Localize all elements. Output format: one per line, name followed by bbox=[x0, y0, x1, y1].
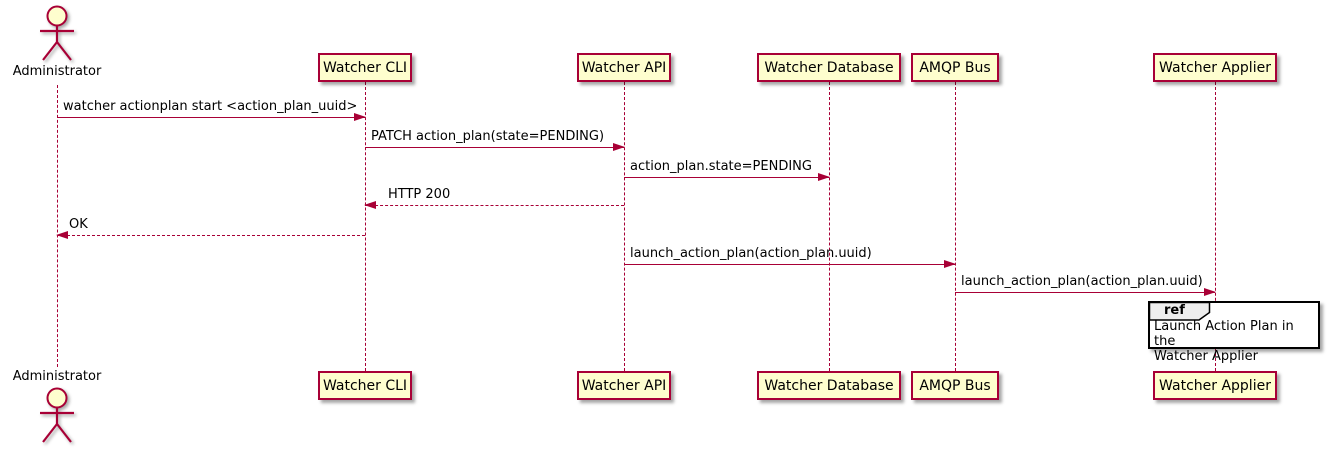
lifeline-watcher-applier bbox=[1215, 82, 1216, 371]
participant-watcher-api-top: Watcher API bbox=[577, 53, 671, 82]
message-label: HTTP 200 bbox=[388, 187, 451, 202]
ref-frame: ref Launch Action Plan in the Watcher Ap… bbox=[1148, 301, 1320, 364]
arrowhead-left-icon bbox=[56, 231, 68, 239]
participant-watcher-applier-bottom: Watcher Applier bbox=[1153, 371, 1277, 400]
participant-amqp-bus-top: AMQP Bus bbox=[911, 53, 999, 82]
message-label: OK bbox=[69, 217, 88, 232]
arrow-line bbox=[955, 292, 1215, 293]
participant-watcher-applier-top: Watcher Applier bbox=[1153, 53, 1277, 82]
ref-text: Launch Action Plan in the Watcher Applie… bbox=[1154, 319, 1294, 364]
message-label: PATCH action_plan(state=PENDING) bbox=[371, 129, 605, 144]
arrowhead-right-icon bbox=[354, 113, 366, 121]
arrow-line-dashed bbox=[57, 235, 365, 236]
ref-tab-icon bbox=[1149, 302, 1211, 321]
participant-label: Watcher Applier bbox=[1159, 59, 1271, 76]
lifeline-watcher-database bbox=[829, 82, 830, 371]
lifeline-amqp-bus bbox=[955, 82, 956, 371]
participant-label: AMQP Bus bbox=[919, 377, 991, 394]
actor-icon bbox=[40, 387, 74, 443]
arrowhead-right-icon bbox=[944, 260, 956, 268]
arrow-line bbox=[624, 264, 955, 265]
participant-watcher-cli-bottom: Watcher CLI bbox=[318, 371, 412, 400]
lifeline-administrator bbox=[57, 85, 58, 367]
arrow-line bbox=[624, 177, 829, 178]
arrow-line bbox=[57, 117, 365, 118]
arrowhead-right-icon bbox=[613, 143, 625, 151]
message-label: action_plan.state=PENDING bbox=[630, 159, 812, 174]
arrow-line bbox=[365, 147, 624, 148]
participant-label: Watcher Database bbox=[764, 59, 894, 76]
arrowhead-right-icon bbox=[1204, 288, 1216, 296]
message-label: launch_action_plan(action_plan.uuid) bbox=[630, 246, 872, 261]
participant-label: Watcher Applier bbox=[1159, 377, 1271, 394]
arrow-line-dashed bbox=[365, 205, 624, 206]
message-label: launch_action_plan(action_plan.uuid) bbox=[961, 274, 1203, 289]
actor-label-top: Administrator bbox=[12, 64, 102, 79]
actor-administrator-top bbox=[33, 4, 81, 68]
participant-label: Watcher Database bbox=[764, 377, 894, 394]
participant-watcher-cli-top: Watcher CLI bbox=[318, 53, 412, 82]
actor-icon bbox=[40, 5, 74, 61]
participant-label: Watcher CLI bbox=[322, 377, 408, 394]
participant-amqp-bus-bottom: AMQP Bus bbox=[911, 371, 999, 400]
arrowhead-right-icon bbox=[818, 173, 830, 181]
participant-label: Watcher CLI bbox=[322, 59, 408, 76]
participant-label: AMQP Bus bbox=[919, 59, 991, 76]
lifeline-watcher-api bbox=[624, 82, 625, 371]
participant-watcher-database-bottom: Watcher Database bbox=[757, 371, 901, 400]
lifeline-watcher-cli bbox=[365, 82, 366, 371]
message-label: watcher actionplan start <action_plan_uu… bbox=[63, 99, 358, 114]
actor-administrator-bottom bbox=[33, 386, 81, 450]
ref-keyword: ref bbox=[1164, 303, 1185, 318]
participant-watcher-database-top: Watcher Database bbox=[757, 53, 901, 82]
participant-label: Watcher API bbox=[581, 377, 667, 394]
participant-label: Watcher API bbox=[581, 59, 667, 76]
participant-watcher-api-bottom: Watcher API bbox=[577, 371, 671, 400]
arrowhead-left-icon bbox=[364, 201, 376, 209]
actor-label-bottom: Administrator bbox=[12, 369, 102, 384]
